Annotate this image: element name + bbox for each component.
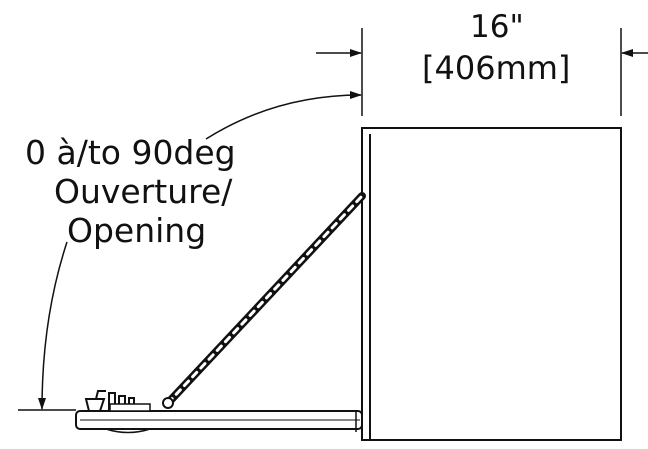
cabinet-outline — [361, 127, 622, 441]
top-opening-arrow — [205, 91, 362, 140]
opening-range-label: 0 à/to 90deg — [25, 133, 236, 172]
restraint-chain-links — [166, 194, 364, 405]
bottom-opening-arrow — [38, 241, 68, 410]
panel-bottom-curve — [105, 428, 151, 434]
latch-handle-detail — [95, 390, 106, 400]
dimension-millimeters: [406mm] — [422, 49, 571, 87]
opening-english-label: Opening — [67, 211, 207, 250]
dimension-inches: 16" — [470, 9, 524, 45]
chain-anchor — [162, 397, 174, 409]
fitting-base — [109, 403, 151, 412]
opening-french-label: Ouverture/ — [54, 172, 233, 211]
latch-handle — [84, 398, 106, 412]
